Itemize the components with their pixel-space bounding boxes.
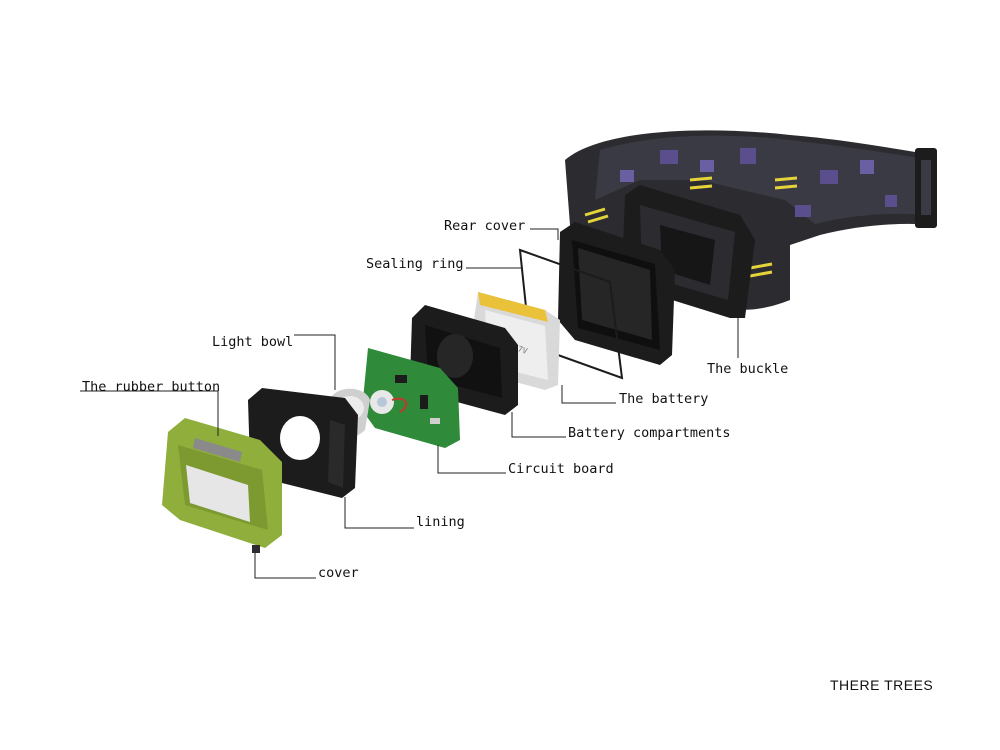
label-cover: cover — [318, 565, 359, 581]
label-circuit-board: Circuit board — [508, 461, 614, 477]
brand-name: THERE TREES — [830, 677, 933, 693]
label-battery-compartments: Battery compartments — [568, 425, 731, 441]
front-cover-part — [162, 418, 282, 553]
circuit-board-part — [362, 348, 460, 448]
label-rear-cover: Rear cover — [444, 218, 525, 234]
leader-lines — [80, 228, 739, 579]
label-lining: lining — [416, 514, 465, 530]
label-sealing-ring: Sealing ring — [366, 256, 464, 272]
label-rubber-button: The rubber button — [82, 379, 220, 395]
label-battery: The battery — [619, 391, 708, 407]
rear-cover-part — [558, 222, 675, 365]
label-light-bowl: Light bowl — [212, 334, 293, 350]
part-labels: Rear cover Sealing ring Light bowl The r… — [82, 218, 788, 581]
head-strap — [565, 130, 937, 310]
label-buckle: The buckle — [707, 361, 788, 377]
rubber-button-shape — [193, 438, 242, 462]
